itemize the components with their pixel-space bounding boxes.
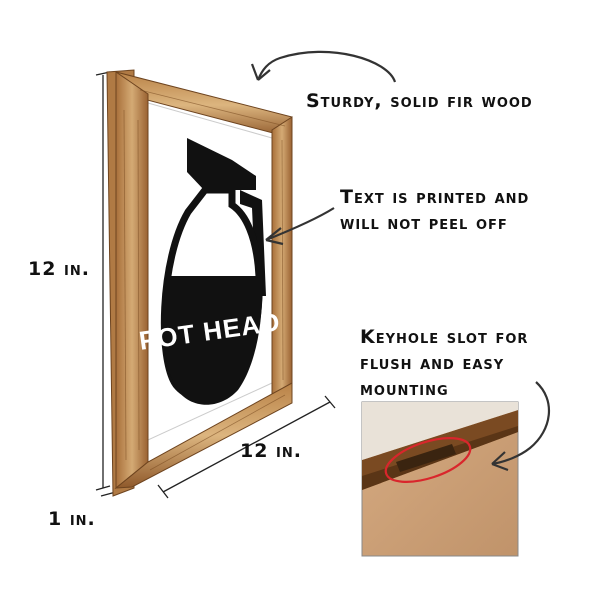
keyhole-callout-line1: Keyhole slot for xyxy=(360,326,529,348)
depth-dimension-label: 1 in. xyxy=(48,508,96,530)
keyhole-callout-line3: mounting xyxy=(360,378,449,400)
frame-left-rail xyxy=(115,71,149,490)
width-dimension-tick-left xyxy=(157,484,169,499)
print-arrow-icon xyxy=(265,207,335,242)
print-callout-line1: Text is printed and xyxy=(340,186,530,208)
height-dimension-label: 12 in. xyxy=(28,258,90,280)
wood-arrow-icon xyxy=(256,50,397,83)
width-dimension-line xyxy=(162,401,331,493)
coffee-pot-graphic: POT HEAD xyxy=(137,138,282,405)
wood-arrowhead-icon xyxy=(250,63,271,81)
height-dimension-tick-bottom xyxy=(95,485,111,491)
keyhole-arrow-icon xyxy=(491,381,550,466)
keyhole-highlight-ring xyxy=(384,437,472,483)
frame-bottom-rail xyxy=(114,382,293,489)
wood-grain xyxy=(123,89,286,471)
keyhole-arrowhead-icon xyxy=(491,451,509,472)
dimension-lines xyxy=(95,71,336,499)
keyhole-slot xyxy=(396,444,456,472)
print-callout-line2: will not peel off xyxy=(340,212,508,234)
keyhole-callout-line2: flush and easy xyxy=(360,352,505,374)
keyhole-inset xyxy=(361,401,519,557)
width-dimension-label: 12 in. xyxy=(240,440,302,462)
print-arrowhead-icon xyxy=(265,227,284,246)
wood-callout: Sturdy, solid fir wood xyxy=(306,90,533,112)
width-dimension-tick-right xyxy=(324,395,336,409)
